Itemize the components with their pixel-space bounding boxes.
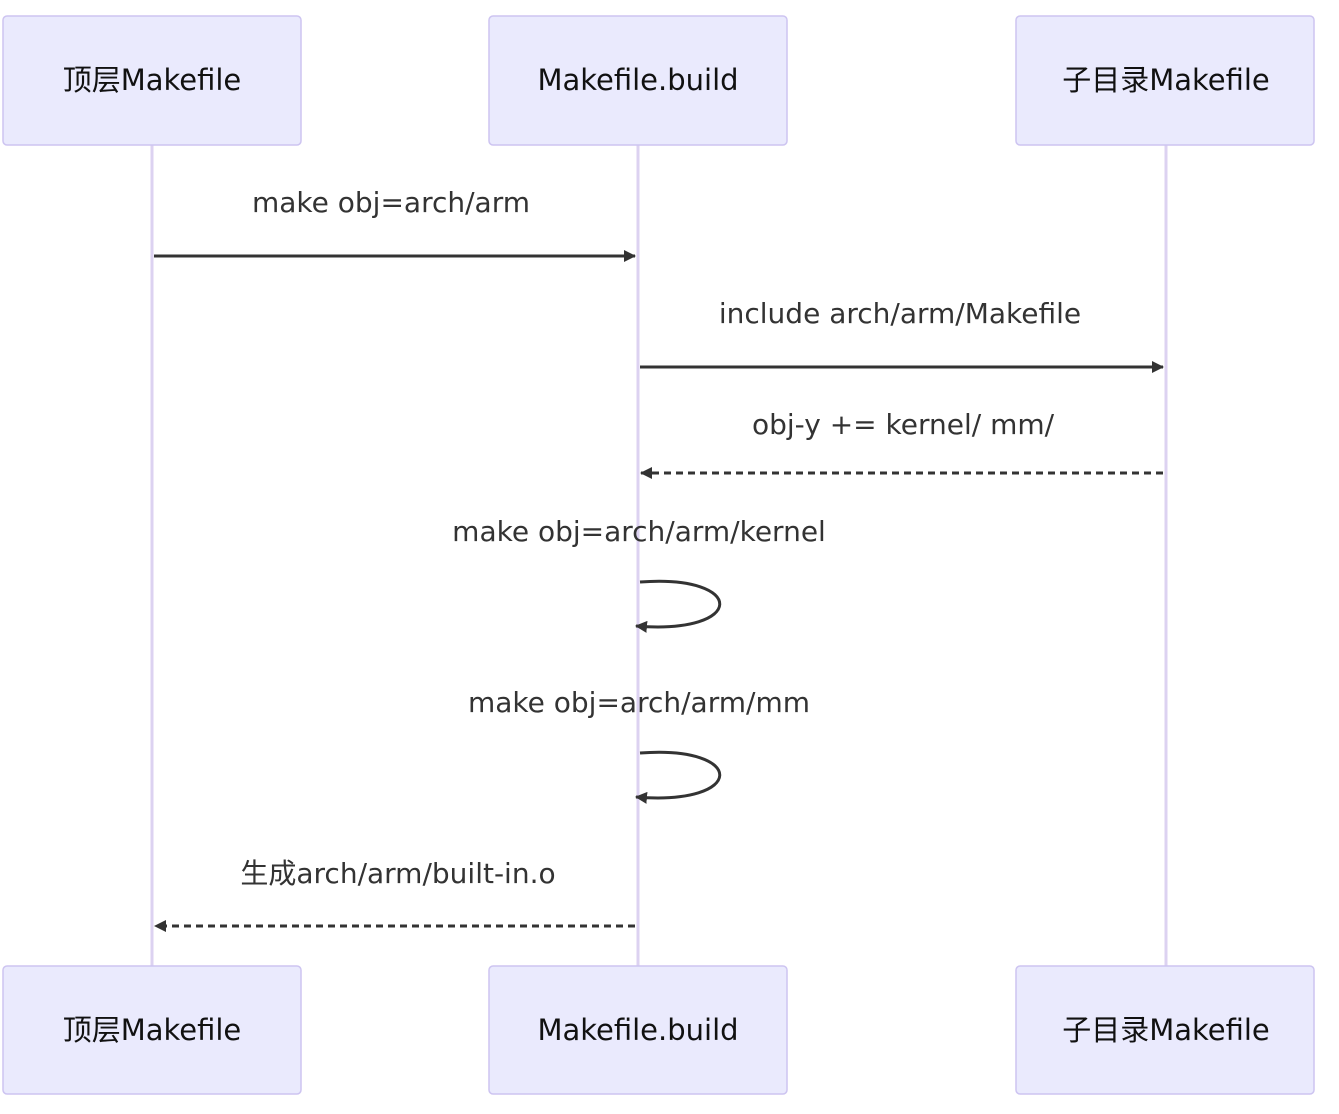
actor-sub-header-label: 子目录Makefile — [1062, 63, 1270, 97]
message-5-loop-arrow — [635, 750, 722, 804]
actor-top-footer-label: 顶层Makefile — [63, 1013, 242, 1047]
message-1: make obj=arch/arm — [154, 186, 636, 262]
message-4-loop-arrow — [635, 579, 722, 633]
message-5: make obj=arch/arm/mm — [468, 686, 810, 804]
message-4: make obj=arch/arm/kernel — [452, 515, 826, 633]
message-3: obj-y += kernel/ mm/ — [640, 408, 1163, 479]
actor-build-header: Makefile.build — [488, 15, 788, 146]
message-2-label: include arch/arm/Makefile — [719, 297, 1081, 330]
actor-top-footer: 顶层Makefile — [2, 965, 302, 1095]
actor-build-footer-label: Makefile.build — [537, 1013, 738, 1047]
message-6-label: 生成arch/arm/built-in.o — [240, 857, 555, 890]
actor-sub-header: 子目录Makefile — [1015, 15, 1315, 146]
actor-top-header: 顶层Makefile — [2, 15, 302, 146]
actor-top-header-label: 顶层Makefile — [63, 63, 242, 97]
actor-build-header-label: Makefile.build — [537, 63, 738, 97]
message-5-label: make obj=arch/arm/mm — [468, 686, 810, 719]
message-2: include arch/arm/Makefile — [640, 297, 1164, 373]
message-3-label: obj-y += kernel/ mm/ — [752, 408, 1055, 441]
message-6: 生成arch/arm/built-in.o — [154, 857, 635, 932]
actor-sub-footer-label: 子目录Makefile — [1062, 1013, 1270, 1047]
message-4-label: make obj=arch/arm/kernel — [452, 515, 826, 548]
actor-sub-footer: 子目录Makefile — [1015, 965, 1315, 1095]
message-1-label: make obj=arch/arm — [252, 186, 530, 219]
actor-build-footer: Makefile.build — [488, 965, 788, 1095]
